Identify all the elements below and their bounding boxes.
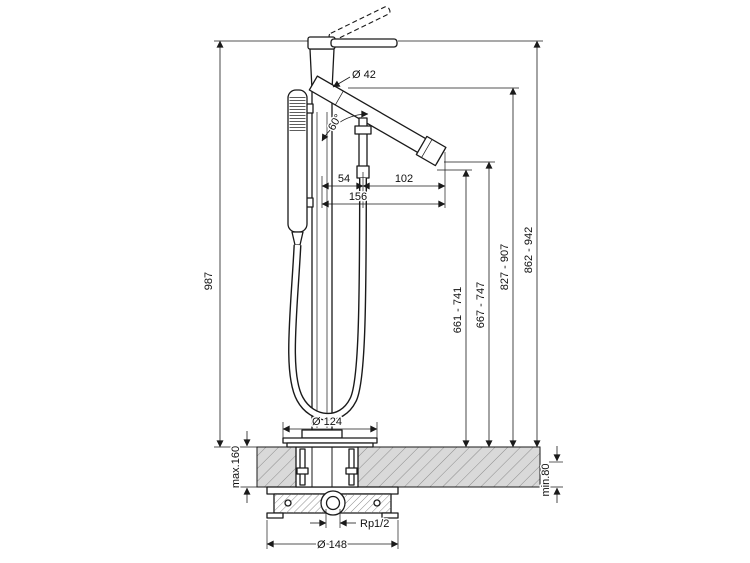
floor-hatch-left <box>256 446 297 488</box>
riser-pipe <box>311 87 333 431</box>
mounting-bolt-right <box>373 499 381 507</box>
base-skirt <box>286 442 374 448</box>
shower-hose-inner <box>289 177 366 420</box>
label-height-outlet-low: 661 - 741 <box>452 287 464 333</box>
dim-spout-diameter-leader <box>332 76 351 88</box>
floor-hatch-right <box>357 446 541 488</box>
spout-aerator <box>415 135 447 167</box>
label-height-outlet-high: 667 - 747 <box>475 282 487 328</box>
spout <box>308 75 447 167</box>
label-rough-in-diameter: Ø 148 <box>317 539 347 551</box>
aerator-line <box>421 139 433 158</box>
label-floor-max: max.160 <box>230 446 242 488</box>
joystick-handle-dashed <box>328 6 391 42</box>
label-offset-a: 54 <box>338 173 350 185</box>
label-total-height: 987 <box>203 272 215 290</box>
spout-joint-line <box>335 90 344 106</box>
hand-shower-outlet <box>291 231 304 246</box>
dim-angle-arc <box>321 110 369 142</box>
label-connection-thread: Rp1/2 <box>360 518 389 530</box>
threaded-rod-left <box>299 448 306 486</box>
label-offset-b: 102 <box>395 173 413 185</box>
hand-shower-spray-face <box>289 95 306 133</box>
label-height-spout: 827 - 907 <box>499 244 511 290</box>
base-plate <box>282 437 378 444</box>
label-offset-total: 156 <box>349 191 367 203</box>
hose-connector-nut <box>354 125 372 135</box>
mounting-bolt-left <box>284 499 292 507</box>
threaded-rod-right <box>348 448 355 486</box>
rough-in-foot-left <box>266 512 284 519</box>
rough-in-body <box>266 486 399 519</box>
rod-nut-right <box>345 467 358 475</box>
faucet-body <box>282 6 447 448</box>
mounting-shaft <box>295 446 359 488</box>
rough-in-foot-right <box>381 512 399 519</box>
rod-nut-left <box>296 467 309 475</box>
label-escutcheon-diameter: Ø 124 <box>312 416 342 428</box>
base-collar <box>301 429 343 439</box>
inlet-port-thread <box>325 495 341 511</box>
label-spout-diameter: Ø 42 <box>352 69 376 81</box>
label-height-handle: 862 - 942 <box>523 227 535 273</box>
floor-section <box>256 446 541 488</box>
joystick-handle <box>330 38 398 48</box>
shaft-body <box>295 446 359 488</box>
label-depth-min: min.80 <box>540 463 552 496</box>
handle-raised-position <box>328 6 391 42</box>
